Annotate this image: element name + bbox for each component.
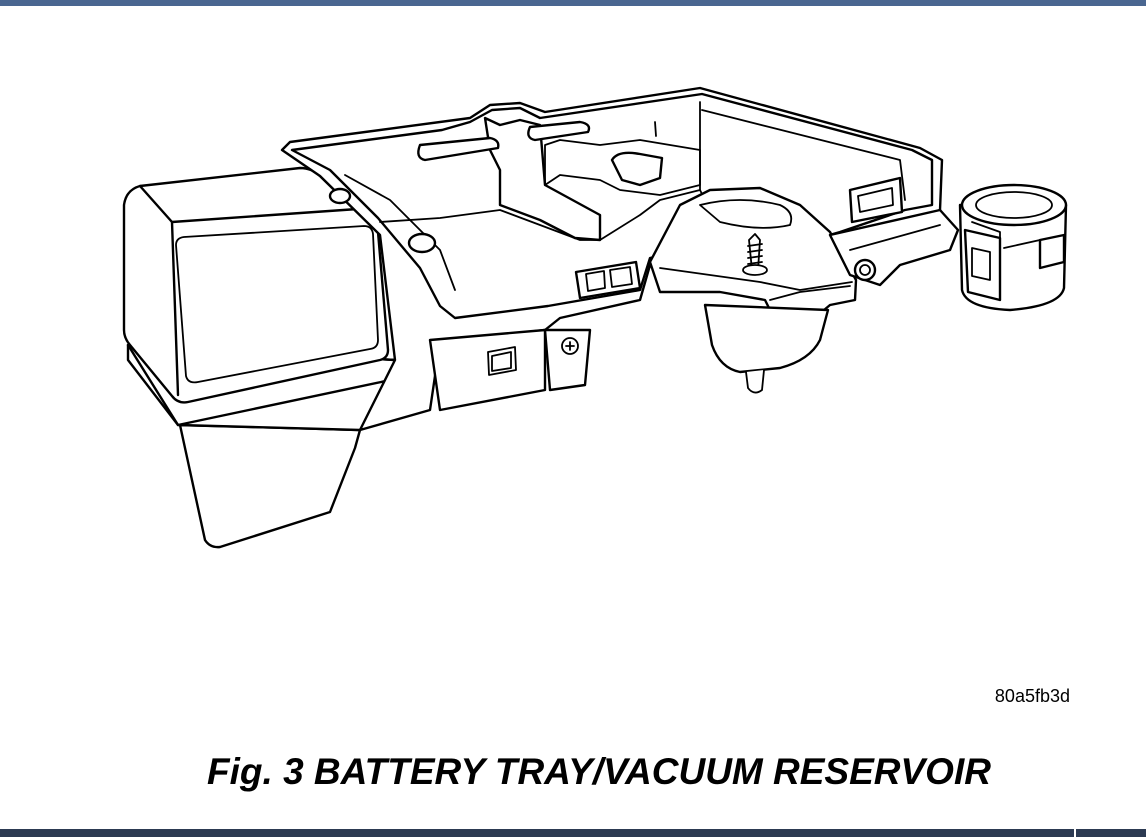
top-frame-bar (0, 0, 1146, 6)
figure-code: 80a5fb3d (994, 686, 1070, 706)
bottom-bar-divider (1074, 829, 1076, 837)
hose-clamp-cylinder (958, 183, 1068, 312)
bottom-frame-bar (0, 829, 1146, 837)
vacuum-reservoir-box (122, 166, 402, 549)
battery-hold-down-bracket (648, 186, 960, 394)
figure-caption: Fig. 3 BATTERY TRAY/VACUUM RESERVOIR (207, 751, 991, 792)
battery-tray (280, 86, 944, 432)
